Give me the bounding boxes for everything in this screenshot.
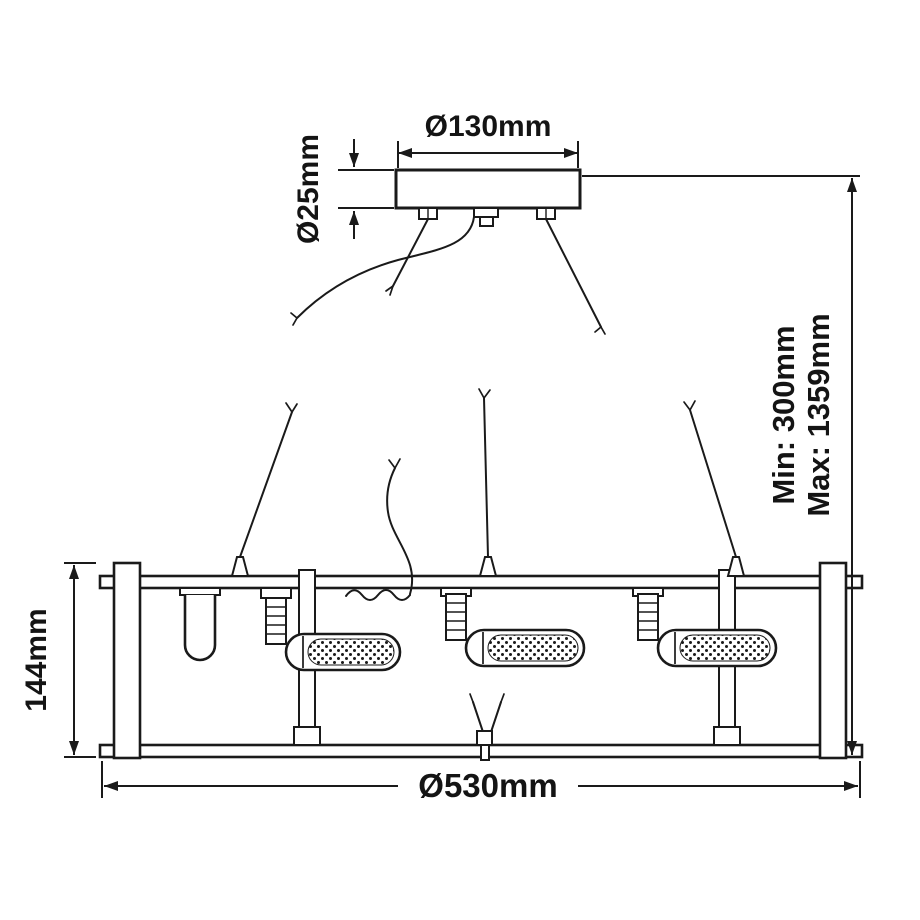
dim-fixture-height-label: 144mm	[20, 608, 53, 711]
bulb-led-texture	[679, 634, 771, 662]
dim-fixture-diameter-label: Ø530mm	[418, 767, 557, 804]
canopy-plate	[394, 168, 582, 210]
cord-end-fray	[290, 312, 298, 326]
dim-canopy-diameter: Ø130mm	[397, 110, 579, 168]
canopy-connector-center	[473, 207, 499, 218]
canopy-suspension-cable-left	[392, 218, 429, 287]
gripper-body	[476, 730, 493, 746]
cable-gripper-left	[230, 556, 250, 577]
bulb-led-texture	[307, 638, 395, 666]
cord-end-fray	[388, 458, 401, 469]
cable-gripper-center	[478, 556, 498, 577]
bulb-assembly-left	[260, 587, 402, 672]
canopy-suspension-cable-right	[545, 218, 602, 328]
dim-max-label: Max: 1359mm	[801, 313, 836, 516]
dim-fixture-diameter: Ø530mm	[101, 761, 861, 804]
cable-end-fray	[385, 285, 394, 296]
dim-suspension-range: Min: 300mm Max: 1359mm	[582, 175, 860, 755]
hanging-tube	[183, 595, 217, 662]
cord-coil	[345, 589, 411, 601]
gripper-wire-fray	[469, 693, 505, 703]
fixture-power-cord	[386, 467, 413, 595]
fixture-left-post	[112, 561, 142, 760]
bulb-holder-ribs	[638, 602, 658, 631]
cable-end-fray	[594, 326, 606, 335]
canopy-cables	[290, 216, 606, 335]
fixture-right-post	[818, 561, 848, 760]
light-fixture	[98, 556, 864, 761]
fixture-top-rim	[98, 574, 864, 590]
fixture-cables	[239, 388, 737, 601]
bulb-holder	[265, 597, 287, 645]
dim-canopy-diameter-label: Ø130mm	[425, 110, 552, 143]
bulb-assembly-right	[632, 587, 778, 668]
bulb-socket	[260, 587, 292, 599]
bulb-led-texture	[487, 634, 579, 662]
ceiling-canopy	[394, 168, 582, 227]
gripper-wires	[472, 701, 502, 733]
fixture-rod-foot-left	[293, 726, 321, 746]
bottom-cable-gripper	[469, 693, 505, 761]
bulb-holder	[445, 593, 467, 641]
fixture-cable-left	[239, 411, 293, 558]
dim-canopy-height: Ø25mm	[292, 134, 394, 244]
tube-collar	[179, 587, 221, 596]
fixture-rod-foot-right	[713, 726, 741, 746]
cable-gripper-right	[726, 556, 746, 577]
dim-canopy-height-label: Ø25mm	[292, 134, 325, 244]
canopy-connector-center-nipple	[479, 216, 494, 227]
dim-fixture-height: 144mm	[20, 562, 96, 758]
fixture-cable-right	[689, 409, 737, 558]
bulb-holder	[637, 593, 659, 641]
fixture-cable-center	[483, 397, 489, 558]
cable-end-fray	[285, 402, 298, 413]
cable-end-fray	[683, 400, 696, 411]
bulb-holder-ribs	[266, 606, 286, 635]
bulb-assembly-center	[440, 587, 586, 668]
bulb-holder-ribs	[446, 602, 466, 631]
cable-end-fray	[478, 388, 491, 399]
canopy-power-cord	[296, 216, 475, 319]
dim-min-label: Min: 300mm	[766, 325, 801, 504]
gripper-stem	[480, 744, 490, 761]
